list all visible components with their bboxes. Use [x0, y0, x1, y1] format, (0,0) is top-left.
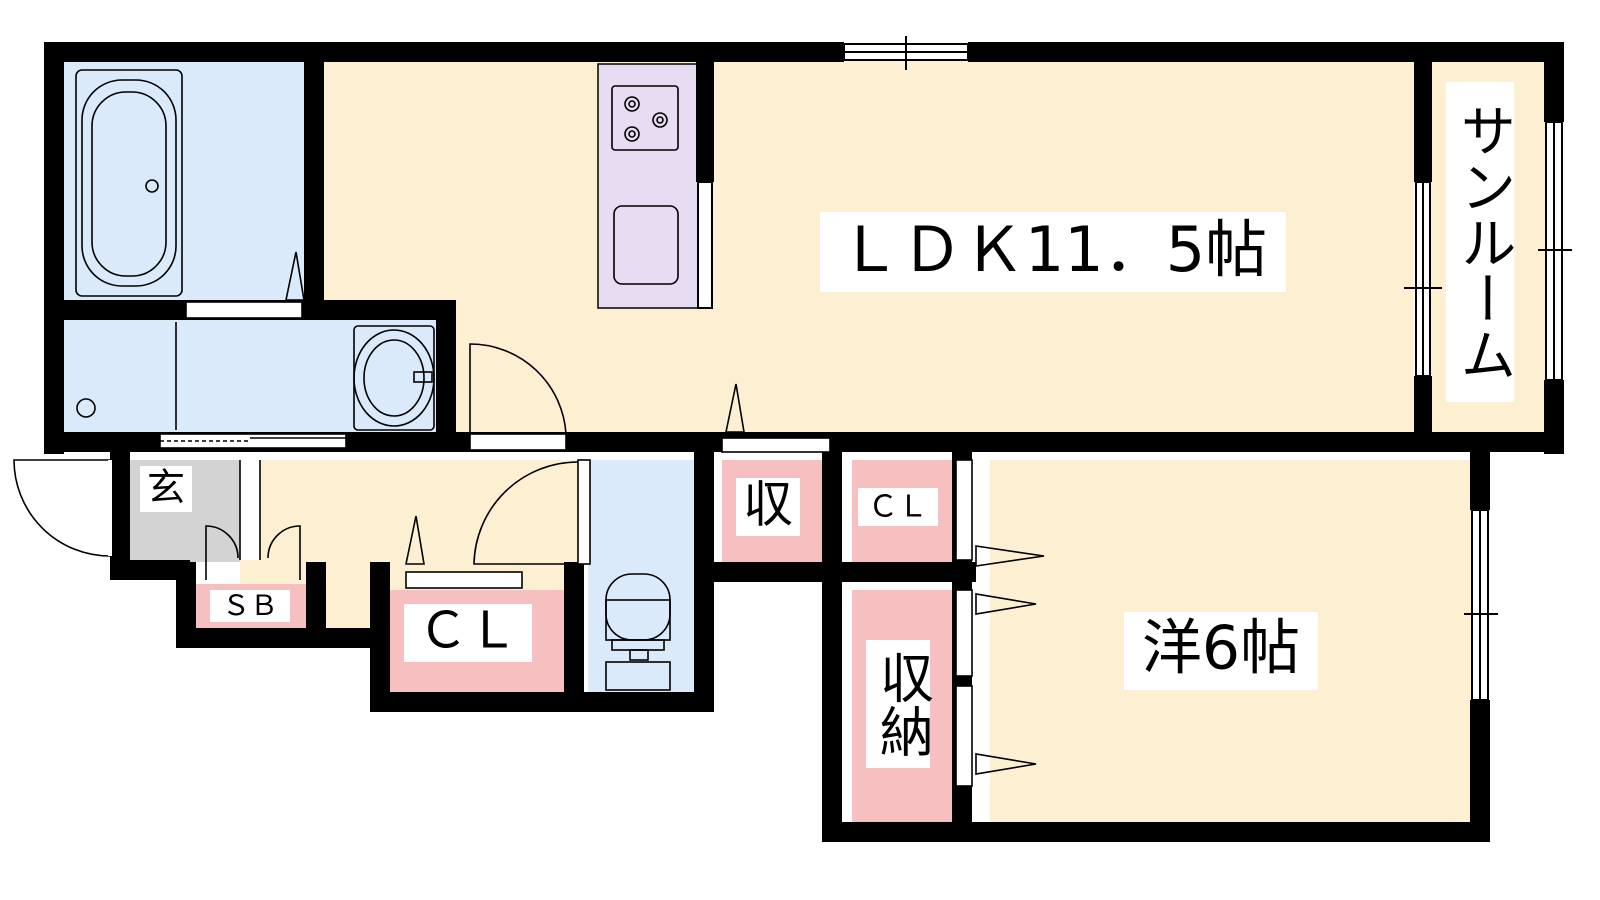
windows: [697, 36, 1572, 701]
ldk-label: ＬＤＫ11．5帖: [839, 213, 1267, 286]
sunroom-label: サンルーム: [1451, 102, 1516, 382]
storage-small-label: 収: [743, 476, 793, 534]
bathtub-icon: [75, 69, 183, 297]
entrance-label-bg: [140, 466, 192, 512]
kitchen-counter: [597, 63, 711, 309]
toilet-floor: [588, 460, 696, 696]
bathroom-floor: [62, 62, 307, 306]
shoe-box-label: ＳＢ: [222, 589, 278, 622]
closet-bedroom-label-bg: [858, 488, 938, 526]
storage-large-label-bg: [866, 640, 930, 768]
entrance-label: 玄: [147, 466, 185, 510]
stove-icon: [611, 85, 679, 285]
western-label-bg: [1124, 612, 1318, 690]
sunroom-label-bg: [1446, 82, 1514, 402]
doors: [13, 251, 1045, 787]
toilet-icon: [605, 573, 671, 691]
closet-bedroom-label: ＣＬ: [868, 490, 928, 525]
western-label: 洋6帖: [1142, 614, 1300, 684]
walls: [44, 42, 1564, 842]
shoe-box-label-bg: [210, 590, 290, 622]
wash-basin-icon: [76, 322, 435, 431]
storage-large-label: 収納: [870, 650, 933, 758]
ldk-label-bg: [820, 212, 1286, 292]
fixtures: [75, 69, 679, 691]
ldk-floor-extension: [450, 305, 560, 435]
closet-hall-label-bg: [404, 604, 532, 662]
storage-small-label-bg: [736, 478, 800, 536]
washroom-floor: [62, 320, 440, 434]
closet-hall-label: ＣＬ: [418, 602, 518, 660]
